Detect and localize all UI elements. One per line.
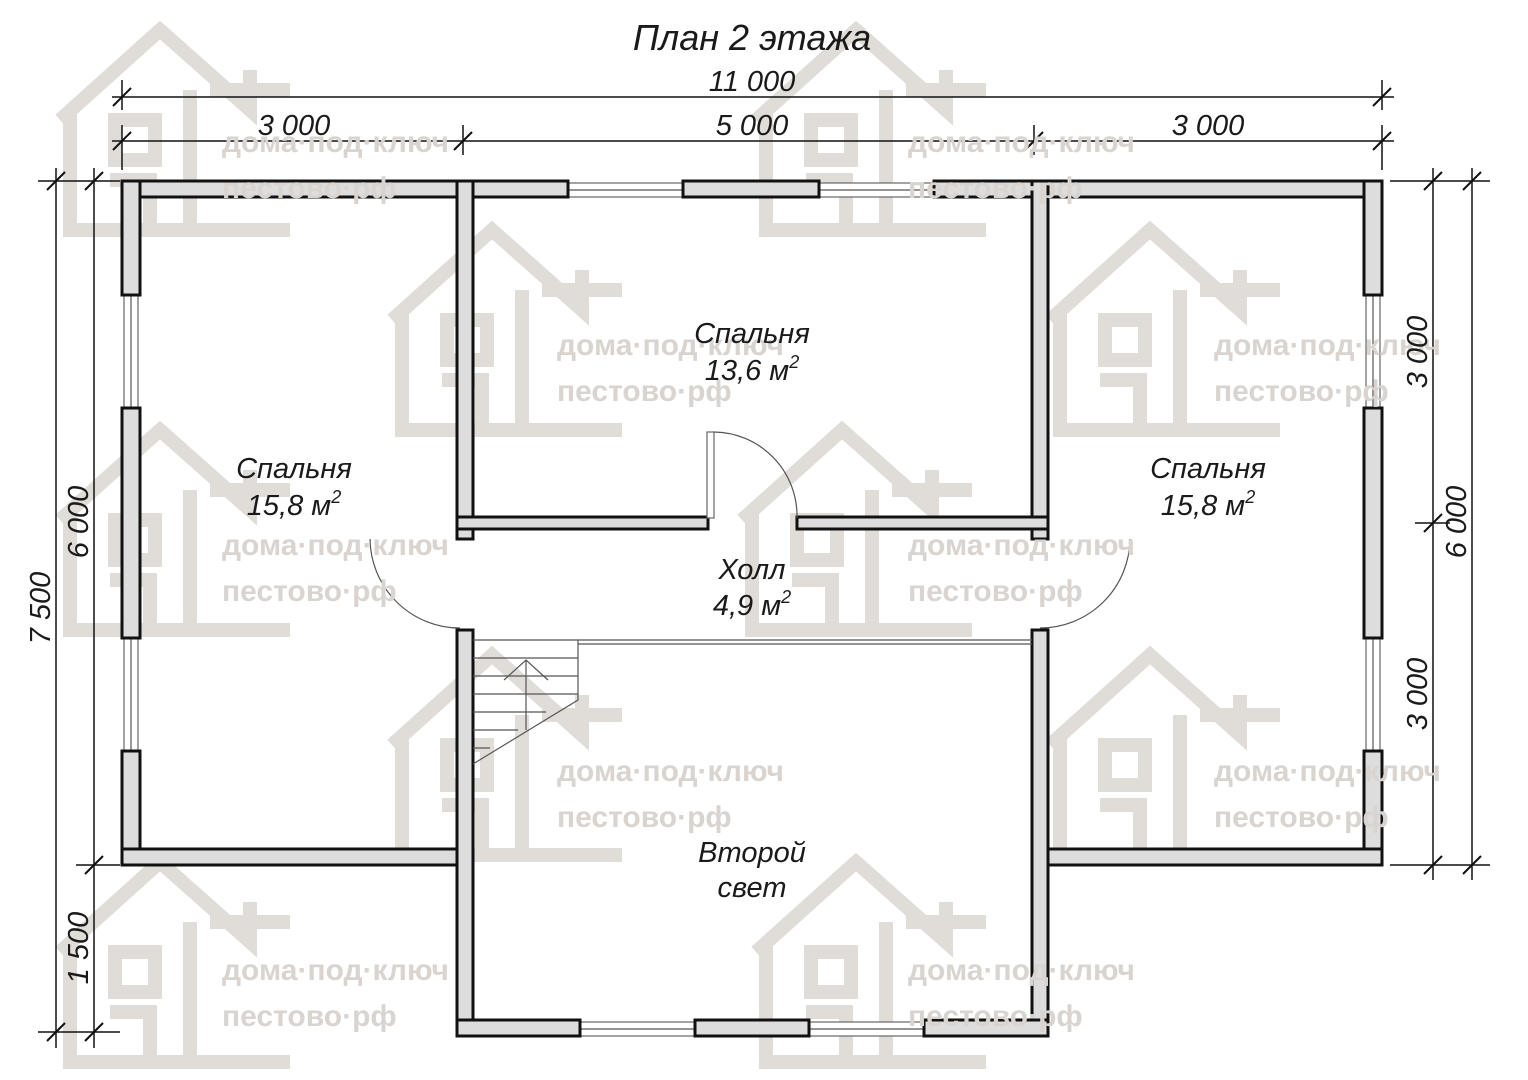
windows	[123, 182, 1381, 1037]
watermark-text-line2: пестово·рф	[557, 375, 732, 408]
room-second-light-line2: свет	[718, 872, 787, 904]
dimension-lines	[38, 80, 1490, 1048]
room-hall-area: 4,9 м2	[713, 587, 791, 622]
dim-left-total: 7 500	[25, 572, 57, 645]
watermark-text-line1: дома·под·ключ	[557, 329, 784, 362]
watermark-text-line1: дома·под·ключ	[908, 126, 1135, 159]
room-bedroom-left-area: 15,8 м2	[247, 487, 341, 522]
room-bedroom-top-name: Спальня	[694, 318, 810, 350]
watermark-house-icon	[55, 20, 290, 237]
watermark-text-line1: дома·под·ключ	[1214, 329, 1441, 362]
watermark-text-line2: пестово·рф	[222, 575, 397, 608]
watermark-text-line1: дома·под·ключ	[557, 755, 784, 788]
room-bedroom-left-name: Спальня	[236, 453, 352, 485]
watermark-texts: дома·под·ключ пестово·рф дома·под·ключ пест…	[222, 126, 1441, 1033]
dim-left-upper: 6 000	[63, 486, 95, 559]
watermark-text-line2: пестово·рф	[908, 1000, 1083, 1033]
dim-top-left: 3 000	[258, 110, 331, 142]
plan-title: План 2 этажа	[633, 17, 871, 58]
watermark-house-icon	[737, 420, 972, 637]
watermark-text-line2: пестово·рф	[1214, 375, 1389, 408]
walls	[120, 179, 1384, 1038]
watermark-text-line2: пестово·рф	[557, 801, 732, 834]
watermark-text-line2: пестово·рф	[908, 172, 1083, 205]
room-bedroom-top-area: 13,6 м2	[705, 352, 799, 387]
dim-top-right: 3 000	[1172, 110, 1245, 142]
watermark-text-line2: пестово·рф	[908, 575, 1083, 608]
watermark-text-line2: пестово·рф	[222, 1000, 397, 1033]
dim-left-lower: 1 500	[63, 912, 95, 985]
watermark-text-line1: дома·под·ключ	[222, 126, 449, 159]
watermark-house-icon	[387, 220, 622, 437]
doors-and-stairs	[369, 431, 1131, 765]
watermark-house-icon	[55, 420, 290, 637]
dim-right-lower: 3 000	[1402, 658, 1434, 731]
watermark-text-line2: пестово·рф	[222, 172, 397, 205]
watermark-house-icon	[751, 852, 986, 1069]
watermark-text-line1: дома·под·ключ	[222, 529, 449, 562]
dim-top-total: 11 000	[709, 66, 796, 98]
watermark-house-icon	[751, 20, 986, 237]
dim-top-middle: 5 000	[716, 110, 789, 142]
room-bedroom-right-name: Спальня	[1150, 453, 1266, 485]
watermark-text-line1: дома·под·ключ	[908, 954, 1135, 987]
room-hall-name: Холл	[718, 554, 786, 586]
dim-right-total: 6 000	[1441, 486, 1473, 559]
room-second-light-line1: Второй	[698, 837, 806, 869]
watermark-text-line1: дома·под·ключ	[1214, 755, 1441, 788]
watermark-text-line2: пестово·рф	[1214, 801, 1389, 834]
watermark-text-line1: дома·под·ключ	[222, 954, 449, 987]
dim-right-upper: 3 000	[1402, 316, 1434, 389]
room-bedroom-right-area: 15,8 м2	[1161, 487, 1255, 522]
watermark-text-line1: дома·под·ключ	[908, 529, 1135, 562]
watermark-house-icon	[1045, 220, 1280, 437]
watermark-house-icon	[55, 852, 290, 1069]
